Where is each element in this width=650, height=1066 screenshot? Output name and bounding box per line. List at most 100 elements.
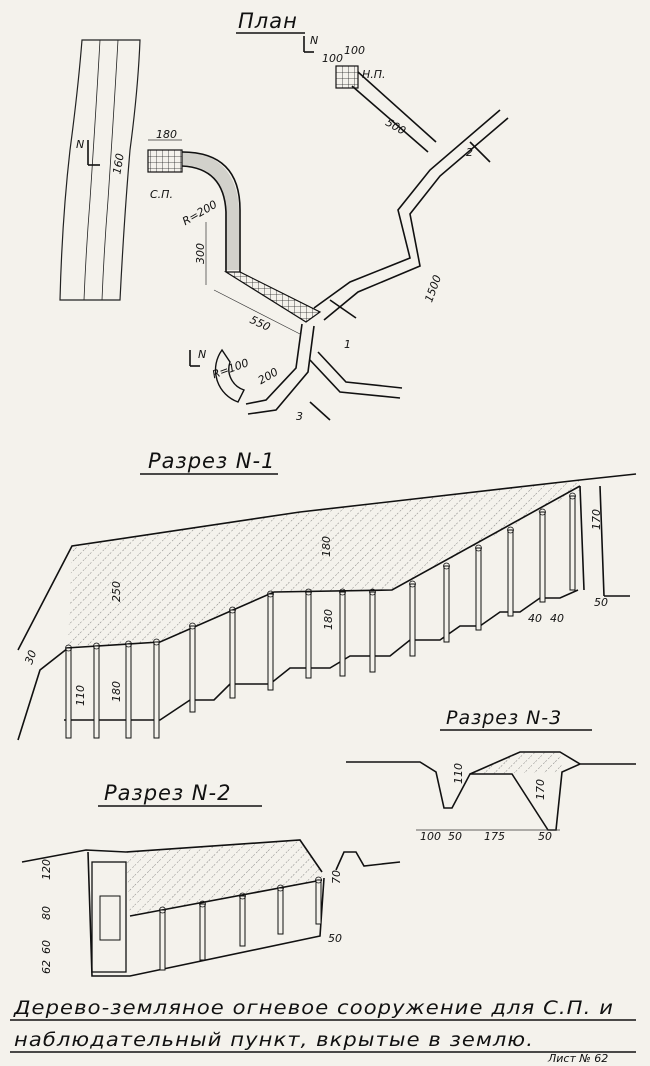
section-1-post [65, 647, 72, 739]
section-1-post-cap [229, 606, 236, 614]
section-1-post-cap [475, 544, 482, 552]
svg-text:170: 170 [534, 779, 547, 800]
section-1-post-cap [369, 588, 376, 596]
section-2-post [315, 879, 322, 925]
section-3-title: Разрез N-3 [446, 707, 562, 729]
section-1-post [189, 625, 196, 713]
sp-position [147, 149, 183, 173]
plan-title: План [238, 9, 298, 33]
section-2-post [199, 903, 206, 961]
section-3-view: Разрез N-3 110 170 100 50 175 50 [346, 707, 636, 843]
section-1-post-cap [189, 622, 196, 630]
section-1-post-cap [93, 642, 100, 650]
section-mark-1: 1 [329, 299, 357, 351]
svg-text:100: 100 [420, 830, 441, 843]
north-arrow-np: N [303, 34, 318, 53]
svg-text:30: 30 [22, 648, 39, 666]
svg-text:50: 50 [594, 596, 608, 609]
section-1-post-cap [443, 562, 450, 570]
svg-text:50: 50 [448, 830, 462, 843]
svg-text:40: 40 [550, 612, 564, 625]
straight-trench [223, 271, 322, 323]
section-1-post [443, 565, 450, 643]
svg-text:50: 50 [328, 932, 342, 945]
section-1-post-cap [267, 590, 274, 598]
section-1-post [93, 645, 100, 739]
section-1-post-cap [339, 588, 346, 596]
svg-text:120: 120 [40, 859, 53, 880]
section-2-post [159, 909, 166, 971]
svg-text:500: 500 [383, 116, 408, 138]
section-2-post-cap [239, 892, 246, 900]
section-1-post [153, 641, 160, 739]
semicircle-position [214, 348, 245, 403]
svg-text:70: 70 [330, 870, 343, 884]
sp-label: С.П. [150, 188, 173, 201]
svg-text:60: 60 [40, 940, 53, 954]
svg-text:R=200: R=200 [180, 198, 219, 228]
section-2-title: Разрез N-2 [104, 781, 231, 805]
earth-cover-1 [68, 480, 580, 648]
section-1-post [475, 547, 482, 631]
section-1-post [229, 609, 236, 699]
north-arrow-semicircle: N [189, 348, 206, 367]
section-2-post-cap [277, 884, 284, 892]
svg-text:N: N [76, 138, 84, 151]
svg-text:175: 175 [484, 830, 505, 843]
earth-cover-3 [470, 752, 562, 774]
svg-text:250: 250 [110, 581, 123, 602]
river-band [59, 39, 141, 301]
section-1-post-cap [125, 640, 132, 648]
svg-text:100: 100 [322, 52, 343, 65]
svg-text:N: N [198, 348, 206, 361]
svg-text:50: 50 [538, 830, 552, 843]
section-1-posts [65, 492, 576, 739]
caption-line-1: Дерево-земляное огневое сооружение для С… [13, 997, 614, 1019]
svg-text:170: 170 [590, 509, 603, 530]
svg-text:180: 180 [322, 609, 335, 630]
np-box-section [91, 861, 127, 973]
svg-text:110: 110 [74, 685, 87, 706]
svg-text:62: 62 [40, 960, 53, 974]
plan-view: План N 160 180 С.П. R=200 300 550 1500 [59, 9, 509, 423]
section-1-post [539, 511, 546, 603]
np-position [335, 65, 359, 89]
svg-text:180: 180 [156, 128, 177, 141]
section-2-post [239, 895, 246, 947]
svg-text:110: 110 [452, 763, 465, 784]
section-1-post-cap [153, 638, 160, 646]
section-mark-3: 3 [296, 401, 331, 423]
svg-text:200: 200 [256, 365, 281, 387]
section-1-post-cap [65, 644, 72, 652]
section-1-post [409, 583, 416, 657]
curved-trench [181, 151, 239, 270]
svg-text:180: 180 [320, 536, 333, 557]
sheet-number: Лист № 62 [547, 1052, 608, 1065]
section-1-post [369, 591, 376, 673]
section-2-posts [159, 876, 322, 971]
section-1-title: Разрез N-1 [148, 449, 275, 473]
section-1-post-cap [409, 580, 416, 588]
svg-text:160: 160 [110, 152, 126, 175]
section-1-post [305, 591, 312, 679]
section-2-view: Разрез N-2 120 80 60 62 70 50 [21, 781, 401, 977]
section-2-post-cap [199, 900, 206, 908]
section-1-post-cap [569, 492, 576, 500]
section-1-post [507, 529, 514, 617]
svg-text:100: 100 [344, 44, 365, 57]
section-1-post [125, 643, 132, 739]
caption-line-2: наблюдательный пункт, вкрытые в землю. [14, 1029, 534, 1051]
svg-text:180: 180 [110, 681, 123, 702]
earth-cover-2 [126, 840, 322, 916]
svg-text:1500: 1500 [422, 273, 444, 304]
section-mark-2: 2 [466, 141, 491, 163]
caption-block: Дерево-земляное огневое сооружение для С… [10, 997, 636, 1065]
svg-text:80: 80 [40, 906, 53, 920]
svg-text:300: 300 [194, 243, 207, 264]
section-1-post-cap [539, 508, 546, 516]
north-arrow-river: N [76, 138, 100, 166]
svg-text:550: 550 [248, 313, 273, 334]
section-1-view: Разрез N-1 250 180 180 110 180 30 170 50… [17, 449, 637, 741]
section-2-post-cap [159, 906, 166, 914]
